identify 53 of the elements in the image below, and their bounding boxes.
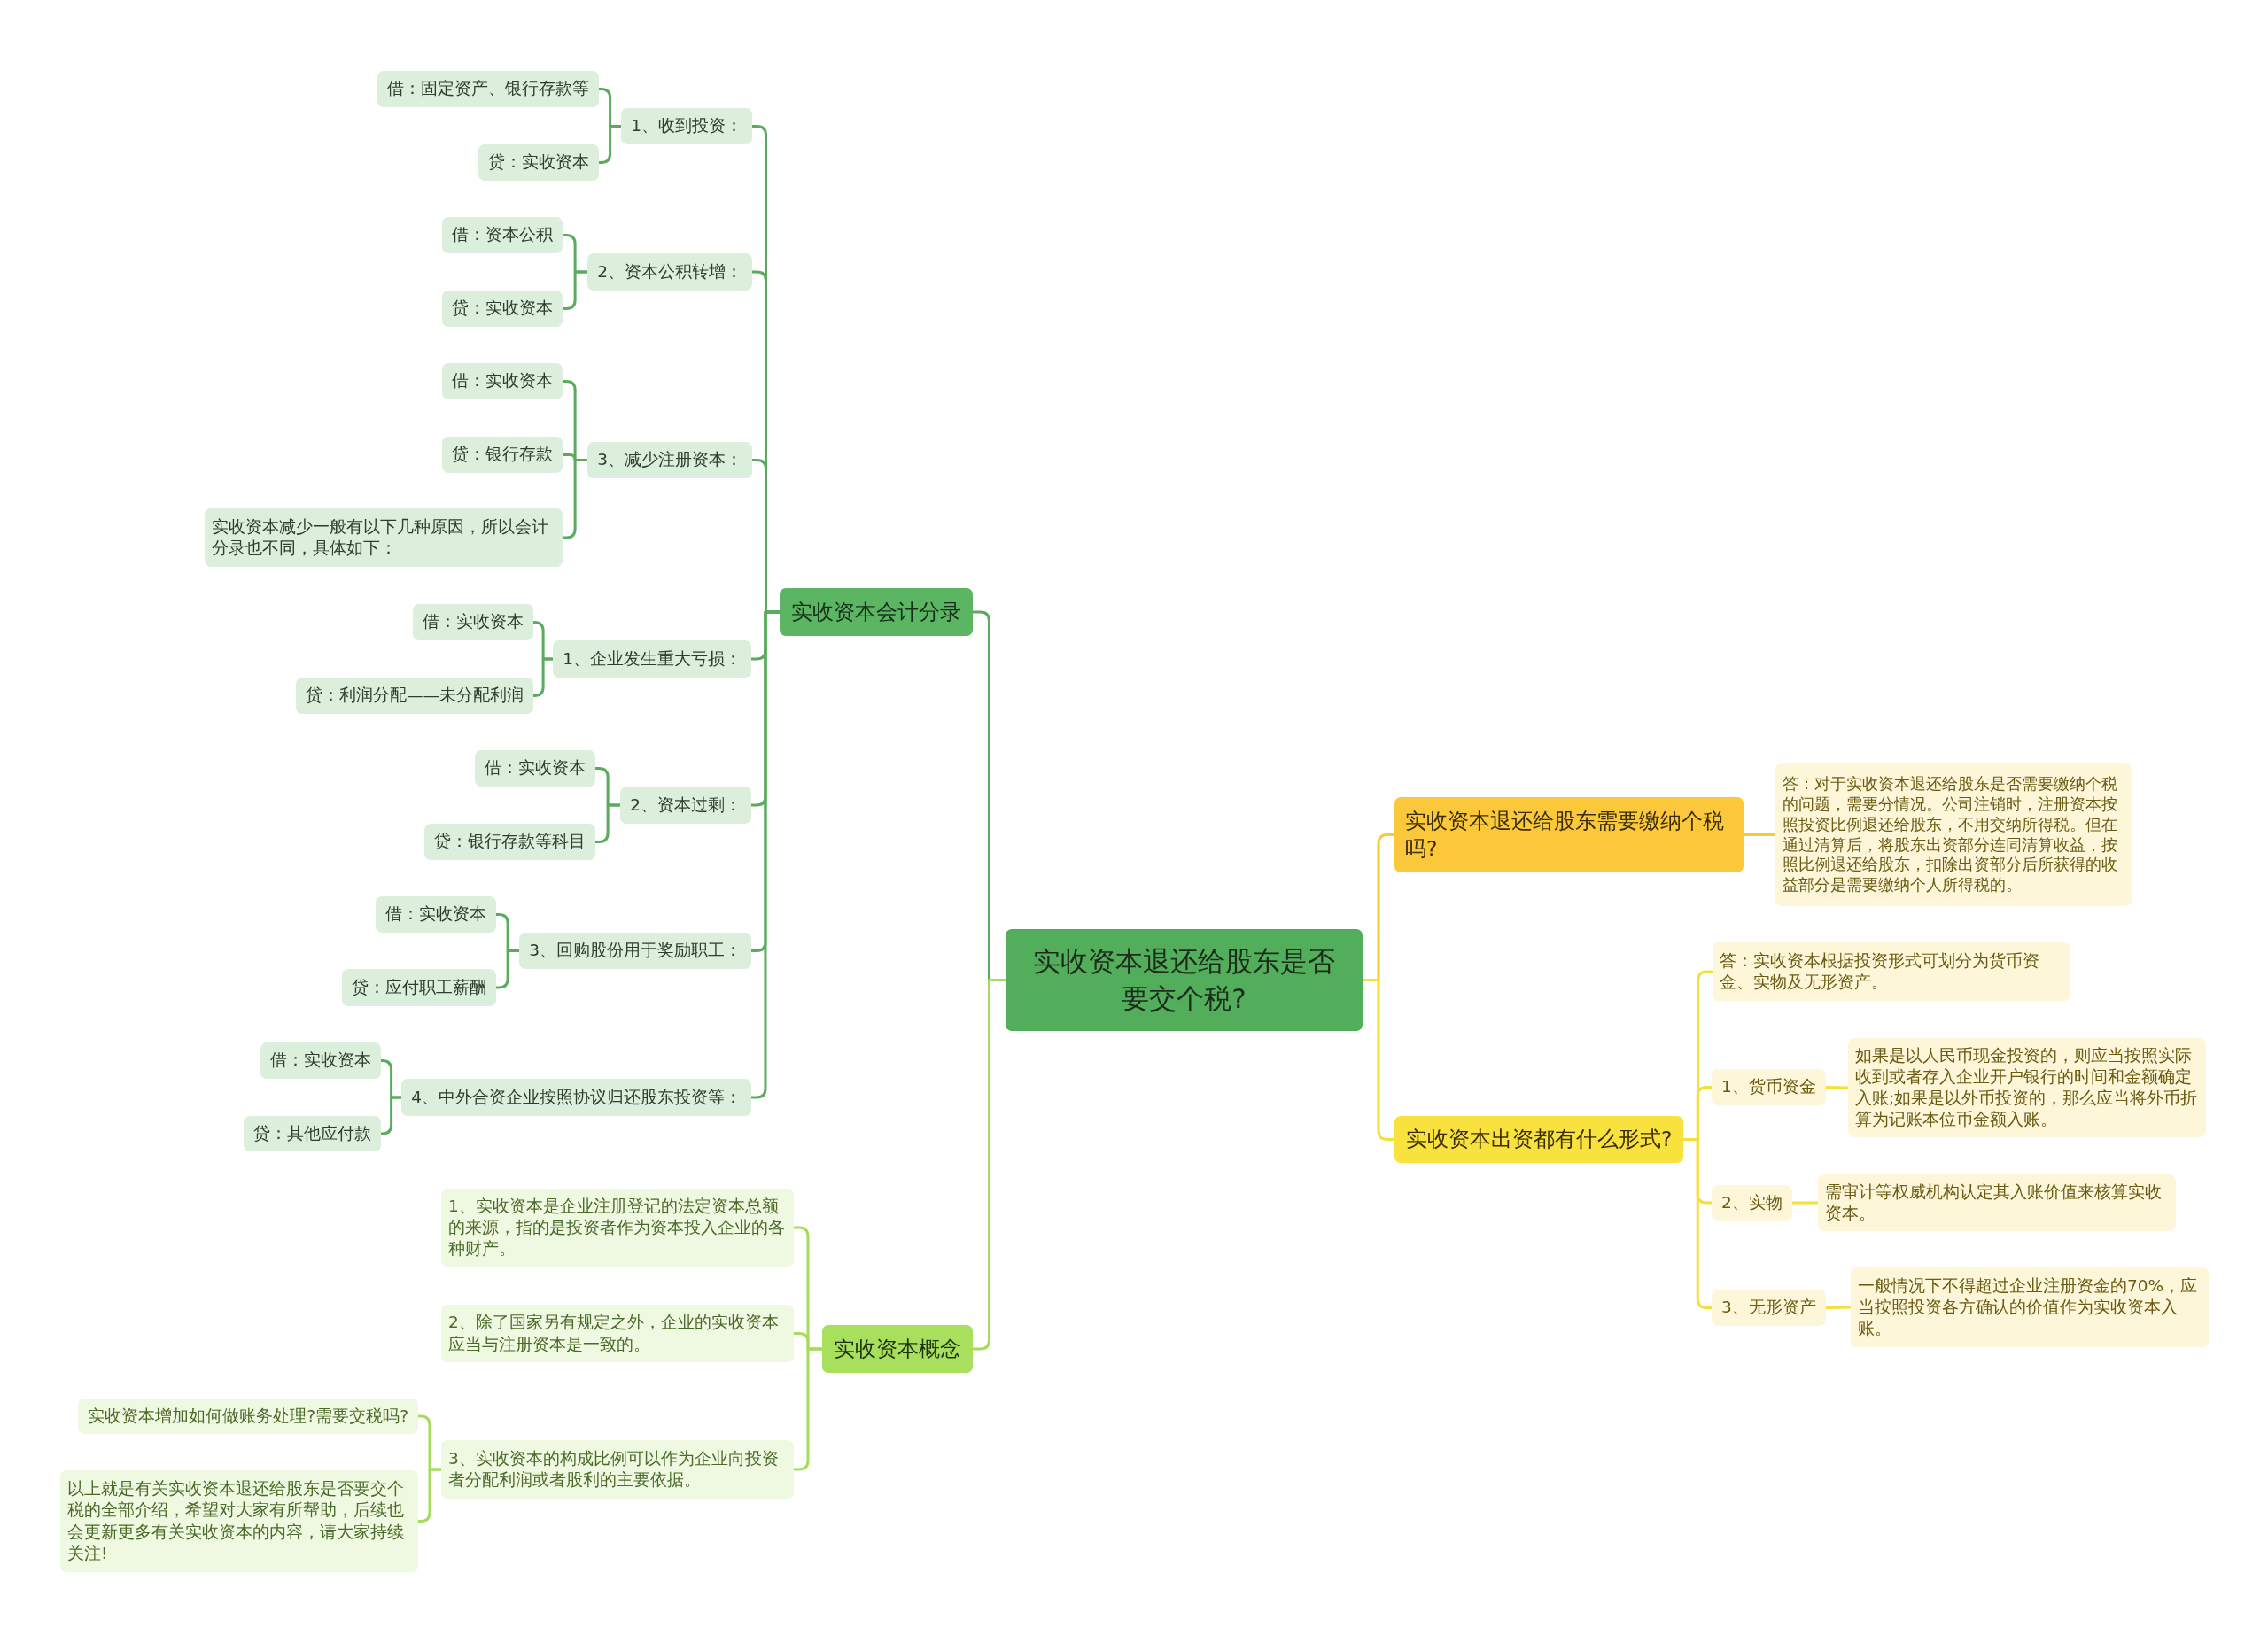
- subtopic: 贷：实收资本: [442, 291, 563, 327]
- note-card: 1、实收资本是企业注册登记的法定资本总额的来源，指的是投资者作为资本投入企业的各种财产。: [441, 1189, 794, 1267]
- subtopic: 3、减少注册资本：: [587, 442, 752, 478]
- subtopic: 贷：利润分配——未分配利润: [296, 678, 533, 714]
- subtopic: 2、资本过剩：: [620, 787, 751, 824]
- note-card: 以上就是有关实收资本退还给股东是否要交个税的全部介绍，希望对大家有所帮助，后续也会更新更多有关实收资本的内容，请大家持续关注!: [60, 1470, 418, 1572]
- subtopic: 4、中外合资企业按照协议归还股东投资等：: [401, 1079, 751, 1116]
- central-topic: 实收资本退还给股东是否要交个税?: [1006, 929, 1363, 1031]
- subtopic: 贷：银行存款: [442, 437, 563, 473]
- connector-line: [973, 979, 1006, 1351]
- subtopic: 1、货币资金: [1712, 1069, 1826, 1105]
- note-card: 答：对于实收资本退还给股东是否需要缴纳个税的问题，需要分情况。公司注销时，注册资本按照投资比例退还给股东，不用交纳所得税。但在通过清算后，将股东出资部分连同清算收益，按照比例退还给股东，扣除出资部分后所获得的收益部分是需要缴纳个人所得税的。: [1775, 763, 2132, 906]
- note-card: 一般情况下不得超过企业注册资金的70%，应当按照投资各方确认的价值作为实收资本入账。: [1851, 1267, 2209, 1347]
- connector-line: [794, 1347, 822, 1471]
- connector-line: [1791, 1201, 1818, 1205]
- subtopic: 3、无形资产: [1712, 1290, 1826, 1326]
- subtopic: 借：实收资本: [376, 896, 496, 933]
- subtopic: 2、资本公积转增：: [587, 253, 752, 291]
- subtopic: 3、回购股份用于奖励职工：: [519, 933, 751, 969]
- main-topic: 实收资本退还给股东需要缴纳个税吗?: [1394, 797, 1744, 872]
- connector-line: [599, 125, 622, 164]
- subtopic: 贷：其他应付款: [244, 1116, 381, 1151]
- connector-line: [380, 1096, 402, 1135]
- subtopic: 借：资本公积: [442, 217, 563, 253]
- subtopic: 2、实物: [1712, 1185, 1792, 1221]
- subtopic: 借：实收资本: [475, 750, 595, 787]
- subtopic: 实收资本增加如何做账务处理?需要交税吗?: [78, 1399, 418, 1434]
- subtopic: 借：实收资本: [442, 363, 563, 399]
- note-card: 2、除了国家另有规定之外，企业的实收资本应当与注册资本是一致的。: [441, 1305, 794, 1362]
- connector-line: [1825, 1086, 1849, 1089]
- connector-line: [1825, 1306, 1852, 1309]
- main-topic: 实收资本概念: [822, 1325, 973, 1373]
- note-card: 3、实收资本的构成比例可以作为企业向投资者分配利润或者股利的主要依据。: [441, 1440, 794, 1499]
- connector-line: [1363, 979, 1394, 1141]
- connector-line: [1744, 833, 1775, 836]
- note-card: 如果是以人民币现金投资的，则应当按照实际收到或者存入企业开户银行的时间和金额确定入账;如果是以外币投资的，那么应当将外币折算为记账本位币金额入账。: [1848, 1038, 2206, 1137]
- main-topic: 实收资本出资都有什么形式?: [1394, 1116, 1684, 1163]
- note-card: 需审计等权威机构认定其入账价值来核算实收资本。: [1818, 1174, 2176, 1231]
- connector-line: [532, 657, 554, 697]
- subtopic: 贷：实收资本: [478, 144, 599, 181]
- connector-line: [595, 803, 621, 843]
- subtopic: 贷：应付职工薪酬: [342, 969, 496, 1006]
- connector-line: [563, 270, 588, 310]
- note-card: 实收资本减少一般有以下几种原因，所以会计分录也不同，具体如下：: [205, 508, 563, 567]
- subtopic: 借：固定资产、银行存款等: [377, 71, 599, 107]
- subtopic: 借：实收资本: [413, 604, 533, 640]
- subtopic: 贷：银行存款等科目: [424, 824, 595, 860]
- subtopic: 借：实收资本: [260, 1042, 381, 1079]
- subtopic: 1、收到投资：: [621, 108, 752, 144]
- connector-line: [496, 949, 520, 989]
- subtopic: 1、企业发生重大亏损：: [553, 640, 751, 678]
- main-topic: 实收资本会计分录: [780, 588, 973, 636]
- note-card: 答：实收资本根据投资形式可划分为货币资金、实物及无形资产。: [1713, 942, 2070, 1001]
